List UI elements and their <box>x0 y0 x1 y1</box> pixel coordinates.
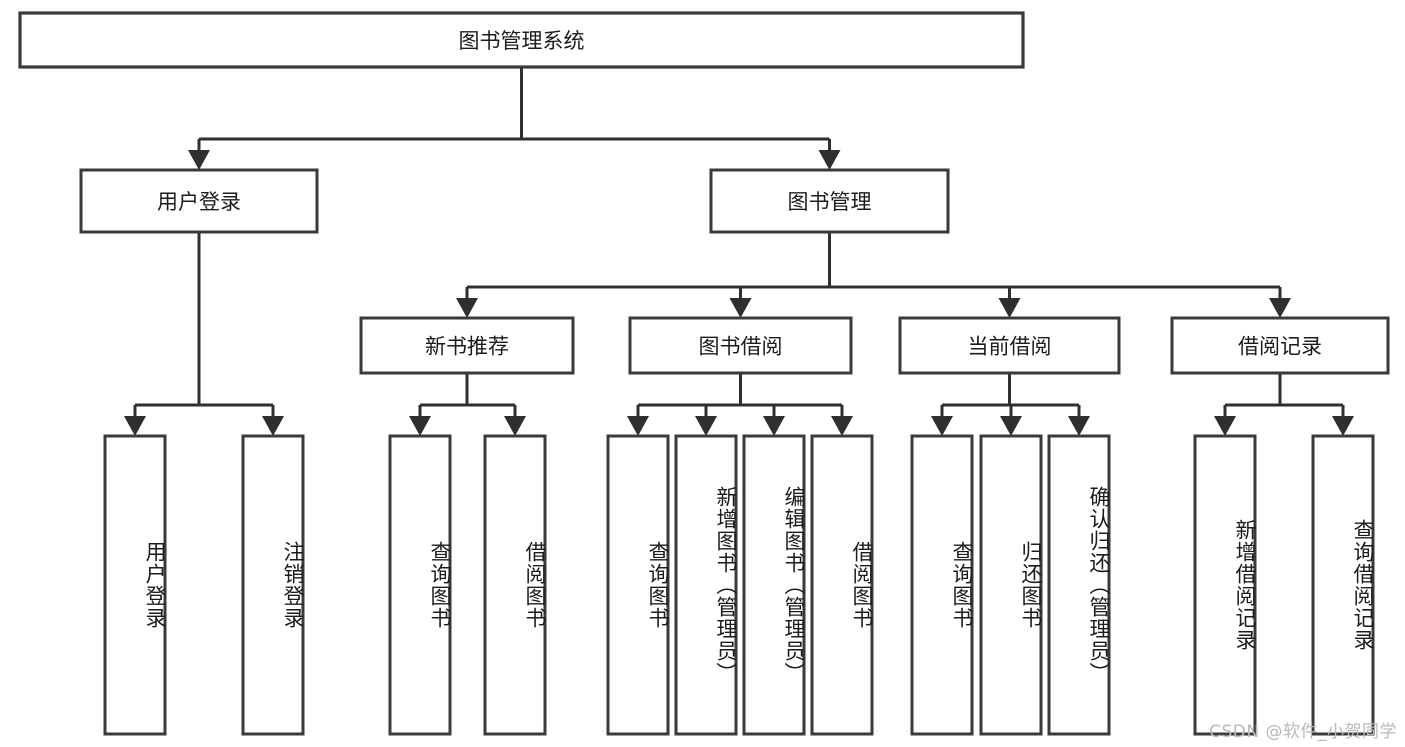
node-box-user-login[interactable] <box>79 168 319 234</box>
node-label-book-management: 图书管理 <box>788 190 872 214</box>
node-box-leaf-query-record[interactable] <box>1311 434 1375 736</box>
node-label-root: 图书管理系统 <box>459 29 585 53</box>
connector-arrowhead <box>124 416 146 436</box>
node-box-leaf-query-book-3[interactable] <box>910 434 974 736</box>
connector-arrowhead <box>1068 416 1090 436</box>
connector-arrowhead <box>262 416 284 436</box>
node-box-leaf-borrow-book-1[interactable] <box>483 434 547 736</box>
node-box-leaf-borrow-book-2[interactable] <box>810 434 874 736</box>
node-box-book-borrow[interactable] <box>628 316 853 375</box>
connector-arrowhead <box>504 416 526 436</box>
node-box-leaf-logout[interactable] <box>241 434 305 736</box>
watermark-text: CSDN @软件_小贺同学 <box>1209 722 1397 742</box>
node-box-leaf-query-book-2[interactable] <box>606 434 670 736</box>
node-box-leaf-return-book[interactable] <box>979 434 1043 736</box>
node-box-leaf-add-book[interactable] <box>674 434 738 736</box>
node-box-leaf-confirm-return[interactable] <box>1047 434 1111 736</box>
connector-arrowhead <box>763 416 785 436</box>
node-box-borrow-records[interactable] <box>1170 316 1390 375</box>
node-box-leaf-query-book-1[interactable] <box>388 434 452 736</box>
connector-arrowhead <box>409 416 431 436</box>
node-box-root[interactable] <box>18 11 1025 69</box>
node-box-leaf-user-login[interactable] <box>103 434 167 736</box>
node-box-leaf-edit-book[interactable] <box>742 434 806 736</box>
node-box-leaf-add-record[interactable] <box>1193 434 1257 736</box>
connector-arrowhead <box>998 298 1021 318</box>
connector-arrowhead <box>818 150 841 170</box>
boxes-layer <box>18 11 1390 736</box>
connector-arrowhead <box>627 416 649 436</box>
node-label-book-borrow: 图书借阅 <box>699 335 783 359</box>
connector-arrowhead <box>1269 298 1291 318</box>
node-label-new-book-recommend: 新书推荐 <box>425 335 509 359</box>
connector-arrowhead <box>729 298 752 318</box>
connectors-layer <box>124 67 1354 436</box>
node-box-new-book-recommend[interactable] <box>359 316 575 375</box>
connector-arrowhead <box>695 416 717 436</box>
node-label-borrow-records: 借阅记录 <box>1238 335 1322 359</box>
node-box-book-management[interactable] <box>709 168 950 234</box>
connector-arrowhead <box>1000 416 1022 436</box>
node-label-user-login: 用户登录 <box>157 190 241 214</box>
connector-arrowhead <box>456 298 478 318</box>
node-label-current-borrow: 当前借阅 <box>968 335 1052 359</box>
connector-arrowhead <box>1332 416 1354 436</box>
connector-arrowhead <box>831 416 853 436</box>
connector-arrowhead <box>188 150 210 170</box>
connector-arrowhead <box>931 416 953 436</box>
connector-arrowhead <box>1214 416 1236 436</box>
node-box-current-borrow[interactable] <box>898 316 1121 375</box>
